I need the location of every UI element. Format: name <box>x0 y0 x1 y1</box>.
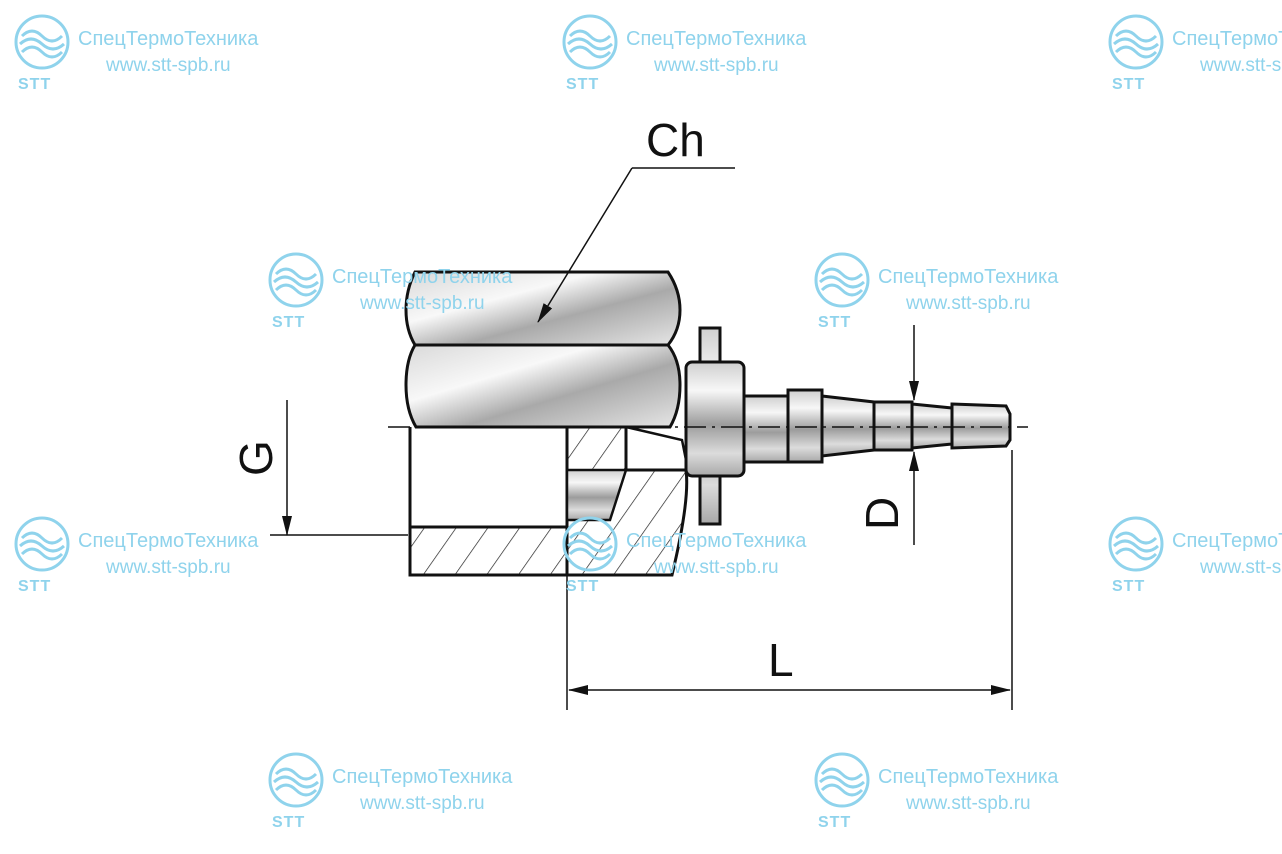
watermark-url: www.stt-spb.ru <box>106 55 231 76</box>
barbed-hose-tail <box>742 388 1012 464</box>
stt-logo-icon <box>268 252 324 308</box>
watermark: STT СпецТермоТехника www.stt-spb.ru <box>1106 14 1282 104</box>
watermark-url: www.stt-spb.ru <box>654 55 779 76</box>
watermark: STT СпецТермоТехника www.stt-spb.ru <box>812 752 1102 842</box>
stt-logo-icon <box>562 14 618 70</box>
watermark: STT СпецТермоТехника www.stt-spb.ru <box>1106 516 1282 606</box>
ch-label: Ch <box>646 114 705 166</box>
stt-logo-icon <box>268 752 324 808</box>
watermark: STT СпецТермоТехника www.stt-spb.ru <box>812 252 1102 342</box>
g-label: G <box>230 440 282 476</box>
watermark-url: www.stt-spb.ru <box>1200 55 1282 76</box>
watermark-url: www.stt-spb.ru <box>360 293 485 314</box>
watermark-company: СпецТермоТехника <box>626 28 807 50</box>
watermark-url: www.stt-spb.ru <box>106 557 231 578</box>
watermark: STT СпецТермоТехника www.stt-spb.ru <box>560 516 850 606</box>
watermark-logo-text: STT <box>818 314 852 331</box>
stt-logo-icon <box>1108 516 1164 572</box>
stt-logo-icon <box>14 14 70 70</box>
g-dimension <box>270 400 408 536</box>
watermark-company: СпецТермоТехника <box>1172 28 1282 50</box>
watermark-company: СпецТермоТехника <box>878 266 1059 288</box>
collar-washer <box>684 326 746 526</box>
watermark: STT СпецТермоТехника www.stt-spb.ru <box>560 14 850 104</box>
watermark-url: www.stt-spb.ru <box>906 293 1031 314</box>
watermark-company: СпецТермоТехника <box>332 266 513 288</box>
watermark-logo-text: STT <box>1112 76 1146 93</box>
watermark-logo-text: STT <box>272 314 306 331</box>
watermark-company: СпецТермоТехника <box>78 530 259 552</box>
watermark-logo-text: STT <box>1112 578 1146 595</box>
watermark-company: СпецТермоТехника <box>78 28 259 50</box>
watermark-logo-text: STT <box>18 76 52 93</box>
stt-logo-icon <box>1108 14 1164 70</box>
watermark-logo-text: STT <box>272 814 306 831</box>
watermark-company: СпецТермоТехника <box>878 766 1059 788</box>
watermark-company: СпецТермоТехника <box>626 530 807 552</box>
d-label: D <box>856 497 908 530</box>
watermark-logo-text: STT <box>18 578 52 595</box>
stt-logo-icon <box>814 752 870 808</box>
stt-logo-icon <box>814 252 870 308</box>
watermark: STT СпецТермоТехника www.stt-spb.ru <box>266 252 556 342</box>
ch-leader <box>537 167 735 323</box>
watermark: STT СпецТермоТехника www.stt-spb.ru <box>266 752 556 842</box>
watermark-url: www.stt-spb.ru <box>654 557 779 578</box>
watermark-url: www.stt-spb.ru <box>906 793 1031 814</box>
watermark-logo-text: STT <box>566 76 600 93</box>
stt-logo-icon <box>14 516 70 572</box>
watermark-url: www.stt-spb.ru <box>360 793 485 814</box>
watermark-url: www.stt-spb.ru <box>1200 557 1282 578</box>
stt-logo-icon <box>562 516 618 572</box>
watermark: STT СпецТермоТехника www.stt-spb.ru <box>12 516 302 606</box>
watermark-logo-text: STT <box>818 814 852 831</box>
watermark-company: СпецТермоТехника <box>332 766 513 788</box>
watermark: STT СпецТермоТехника www.stt-spb.ru <box>12 14 302 104</box>
watermark-company: СпецТермоТехника <box>1172 530 1282 552</box>
l-dimension <box>566 450 1013 710</box>
watermark-logo-text: STT <box>566 578 600 595</box>
l-label: L <box>768 634 794 686</box>
